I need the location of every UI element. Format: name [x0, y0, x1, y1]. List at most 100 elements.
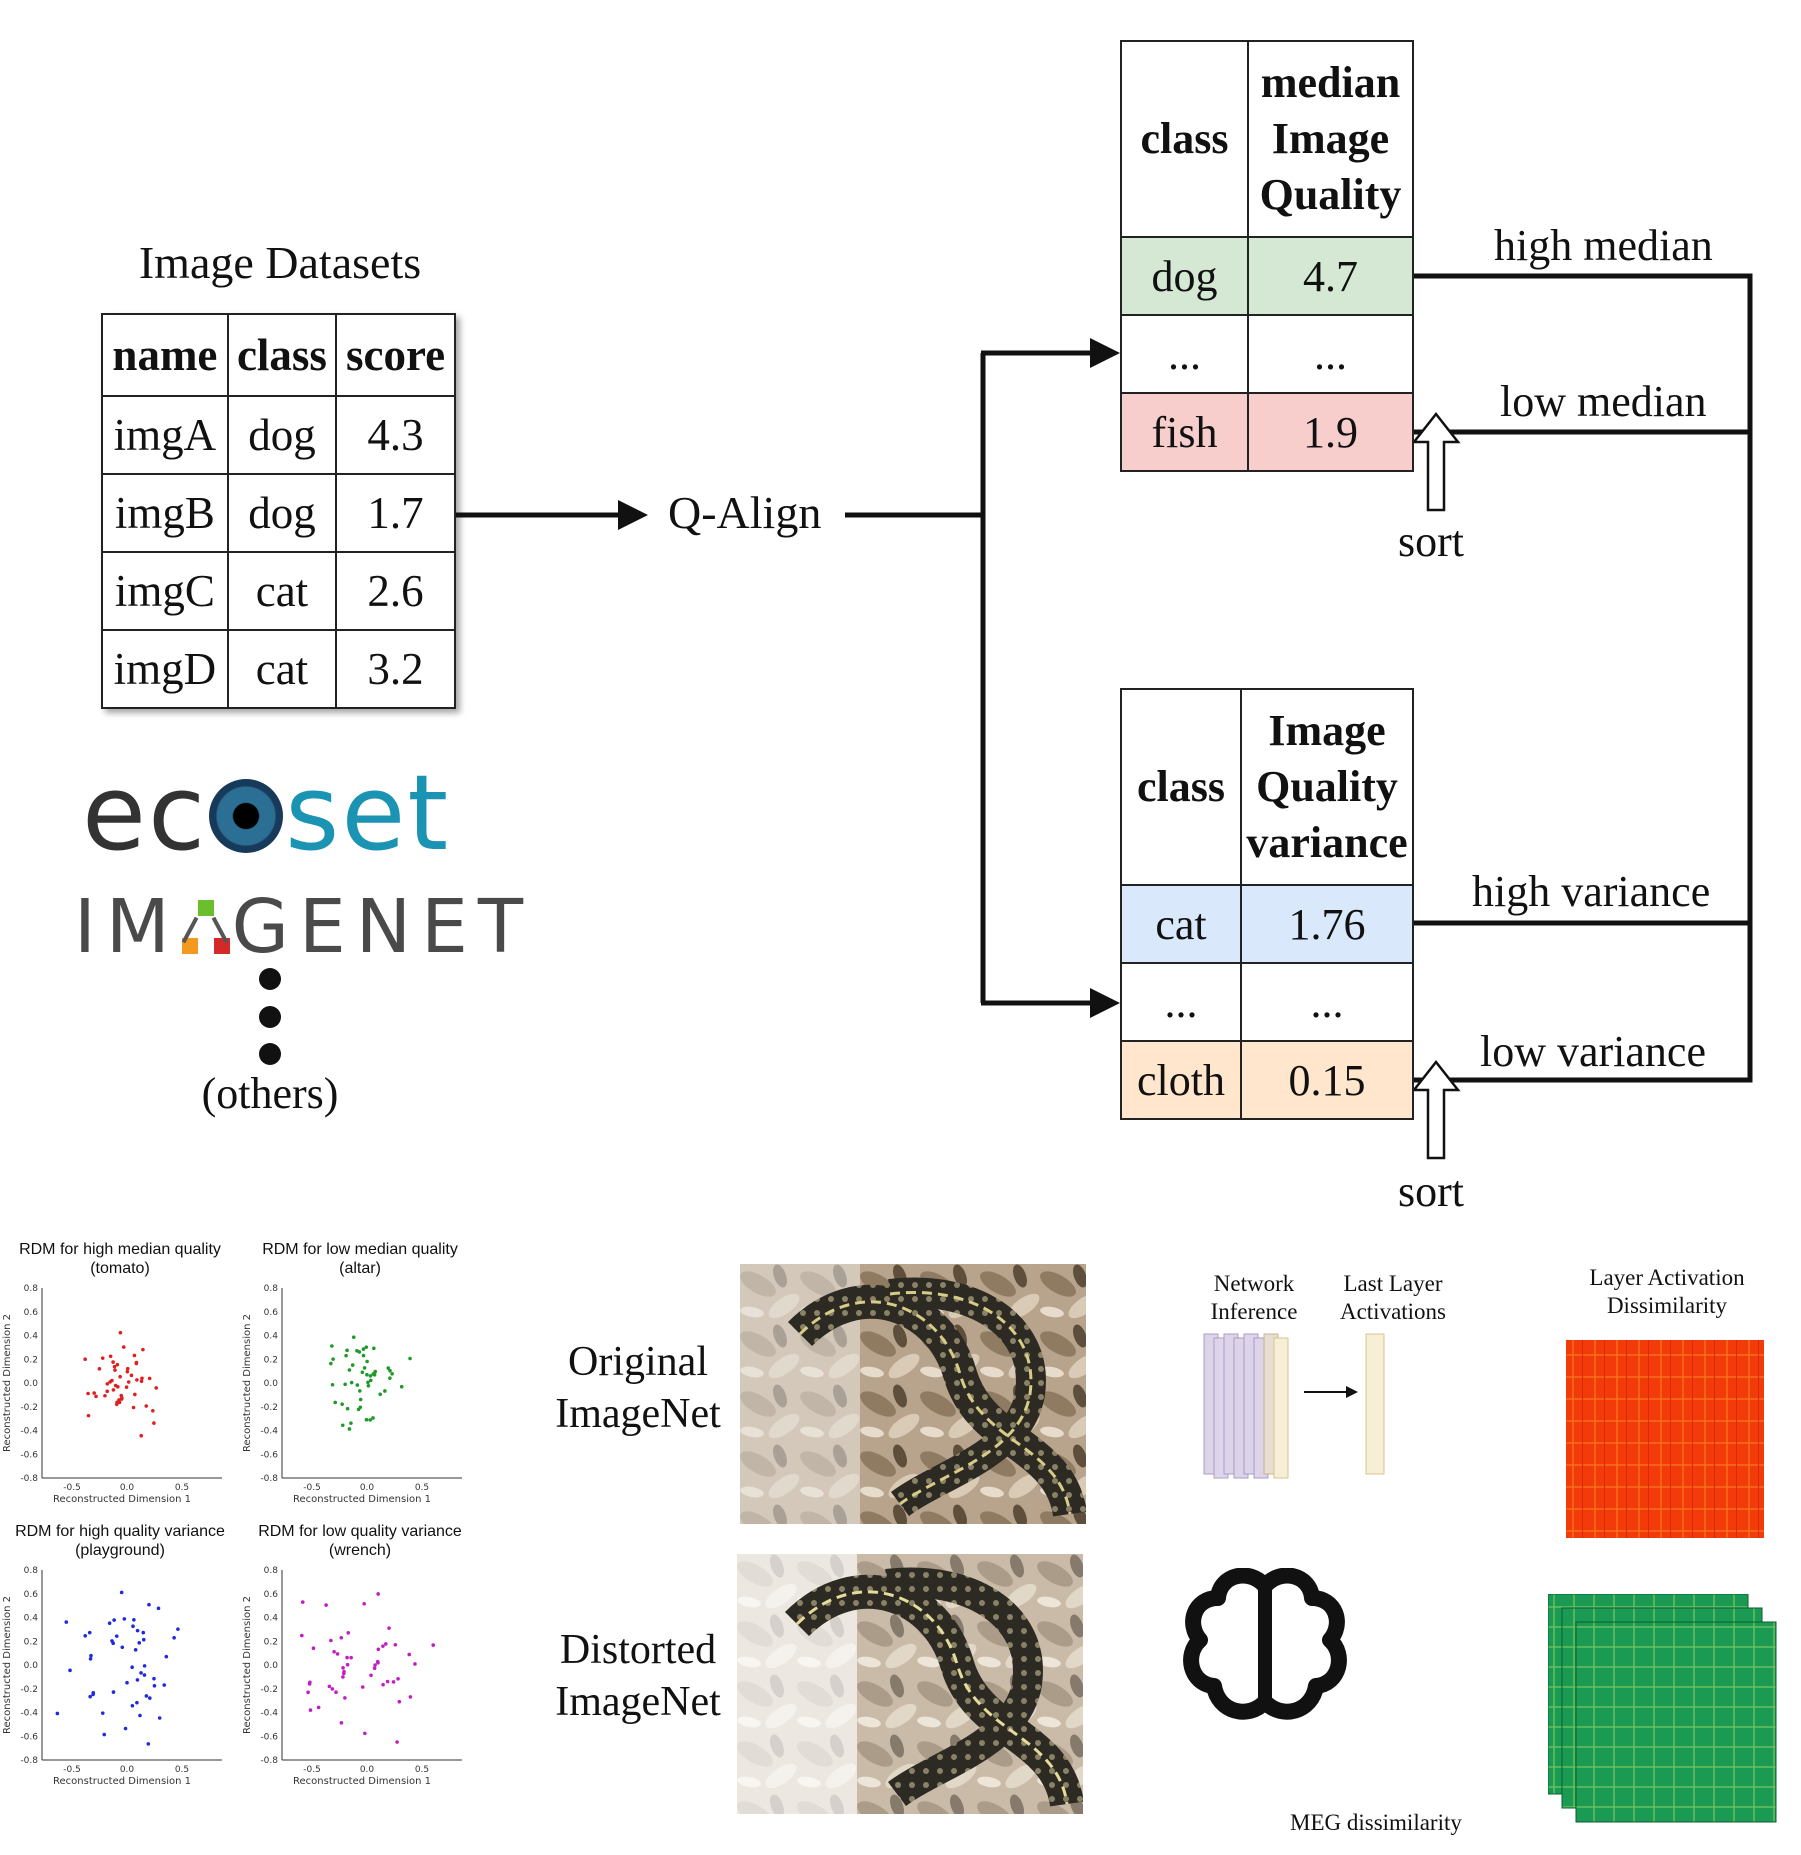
cell-class: cat	[226, 551, 338, 631]
scatter-point	[339, 1635, 344, 1640]
x-tick-label: 0.0	[360, 1483, 375, 1493]
cell-score: 2.6	[335, 551, 456, 631]
scatter-point	[376, 1592, 380, 1596]
scatter-point	[376, 1660, 380, 1665]
median-quality-table: class median Image Quality dog 4.7 ... .…	[1120, 40, 1414, 472]
arrow-head	[1090, 338, 1120, 368]
col-header-quality-variance: Image Quality variance	[1240, 688, 1414, 886]
scatter-point	[407, 1652, 412, 1657]
high-variance-label: high variance	[1472, 867, 1711, 916]
scatter-point	[368, 1374, 373, 1378]
y-tick-label: 0.6	[24, 1308, 39, 1318]
scatter-point	[364, 1345, 369, 1349]
scatter-point	[133, 1392, 137, 1397]
y-tick-label: 0.2	[264, 1637, 278, 1647]
scatter-point	[431, 1643, 435, 1647]
scatter-point	[157, 1716, 162, 1720]
y-tick-label: 0.2	[24, 1637, 38, 1647]
table-row: cat 1.76	[1120, 884, 1414, 964]
scatter-point	[135, 1700, 139, 1705]
scatter-point	[386, 1366, 391, 1370]
scatter-point	[103, 1393, 107, 1398]
table-row: dog 4.7	[1120, 236, 1414, 316]
scatter-point	[344, 1353, 348, 1358]
scatter-point	[138, 1713, 142, 1718]
scatter-point	[147, 1376, 152, 1381]
scatter-point	[88, 1694, 92, 1699]
scatter-point	[125, 1369, 130, 1374]
scatter-point	[357, 1350, 362, 1354]
scatter-point	[332, 1650, 336, 1654]
y-tick-label: 0.0	[24, 1661, 39, 1671]
y-tick-label: 0.4	[264, 1332, 279, 1342]
cell-score: 1.7	[335, 473, 456, 553]
scatter-point	[137, 1641, 142, 1645]
y-tick-label: -0.6	[260, 1732, 278, 1742]
scatter-point	[330, 1382, 335, 1387]
scatter-point	[341, 1675, 345, 1679]
y-tick-label: 0.8	[24, 1284, 39, 1294]
scatter-point	[361, 1347, 366, 1351]
scatter-point	[345, 1348, 349, 1353]
scatter-point	[357, 1389, 362, 1393]
scatter-point	[351, 1335, 356, 1339]
scatter-point	[387, 1626, 391, 1630]
arrow-head	[1346, 1386, 1358, 1398]
scatter-point	[142, 1664, 147, 1668]
scatter-point	[131, 1624, 135, 1628]
x-axis-label: Reconstructed Dimension 1	[53, 1776, 191, 1787]
cell-value: ...	[1247, 314, 1414, 394]
cell-value: 1.9	[1247, 392, 1414, 472]
conv-layers-icon	[1203, 1333, 1289, 1479]
scatter-point	[126, 1380, 131, 1384]
scatter-point	[327, 1684, 332, 1689]
scatter-point	[388, 1368, 392, 1373]
scatter-point	[381, 1644, 385, 1648]
scatter-point	[364, 1417, 369, 1422]
scatter-point	[139, 1433, 144, 1438]
sort-label: sort	[1398, 1167, 1464, 1216]
scatter-point	[360, 1685, 365, 1689]
x-axis-label: Reconstructed Dimension 1	[53, 1494, 191, 1505]
scatter-point	[139, 1379, 144, 1384]
x-tick-label: 0.0	[360, 1765, 375, 1775]
scatter-point	[105, 1382, 110, 1386]
scatter-point	[339, 1721, 344, 1725]
scatter-point	[329, 1638, 333, 1643]
sort-label: sort	[1398, 517, 1464, 566]
scatter-point	[324, 1603, 328, 1607]
scatter-point	[55, 1711, 60, 1716]
col-header-class: class	[1120, 688, 1242, 886]
scatter-point	[378, 1392, 383, 1397]
scatter-point	[129, 1373, 134, 1378]
scatter-point	[120, 1645, 125, 1650]
scatter-point	[135, 1378, 139, 1382]
low-variance-label: low variance	[1480, 1027, 1706, 1076]
scatter-point	[122, 1617, 127, 1621]
y-tick-label: -0.2	[20, 1403, 38, 1413]
cell-name: imgC	[101, 551, 229, 631]
scatter-point	[144, 1404, 149, 1408]
scatter-point	[112, 1618, 116, 1622]
datasets-table: name class score imgA dog 4.3 imgB dog 1…	[101, 313, 456, 709]
scatter-point	[110, 1378, 114, 1383]
scatter-point	[64, 1620, 69, 1624]
scatter-point	[308, 1708, 313, 1712]
scatter-point	[132, 1617, 136, 1622]
scatter-point	[112, 1364, 117, 1369]
scatter-point	[371, 1416, 375, 1420]
y-axis-label: Reconstructed Dimension 2	[242, 1596, 253, 1734]
scatter-point	[139, 1671, 143, 1675]
scatter-point	[358, 1397, 363, 1402]
scatter-point	[363, 1731, 367, 1736]
cell-name: imgB	[101, 473, 229, 553]
y-tick-label: -0.8	[260, 1756, 278, 1766]
scatter-point	[119, 1393, 124, 1398]
scatter-point	[365, 1372, 369, 1377]
